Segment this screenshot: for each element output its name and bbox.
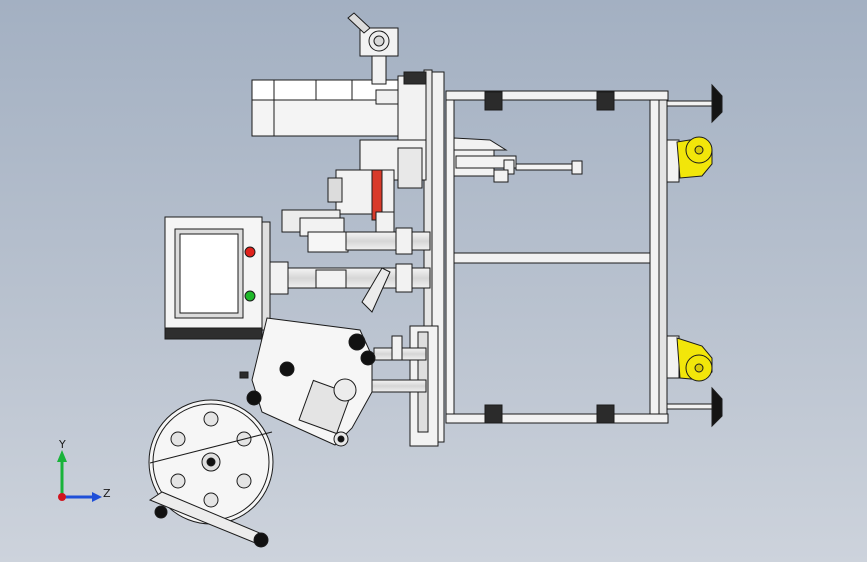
mounting-plate — [409, 69, 445, 447]
y-axis-label: Y — [58, 438, 66, 451]
casters — [666, 136, 713, 382]
control-panel — [164, 216, 271, 340]
upper-hopper — [251, 12, 427, 147]
caster-bottom — [666, 335, 713, 382]
pneumatic-cylinder — [453, 137, 583, 183]
tension-arm — [148, 491, 269, 548]
leveling-feet — [666, 83, 723, 428]
coordinate-triad: Y Z — [57, 438, 111, 502]
caster-top — [666, 136, 713, 183]
unwind-plate — [239, 267, 391, 447]
labeling-head — [281, 139, 427, 253]
z-axis-label: Z — [103, 487, 111, 500]
machine-frame — [445, 90, 669, 424]
